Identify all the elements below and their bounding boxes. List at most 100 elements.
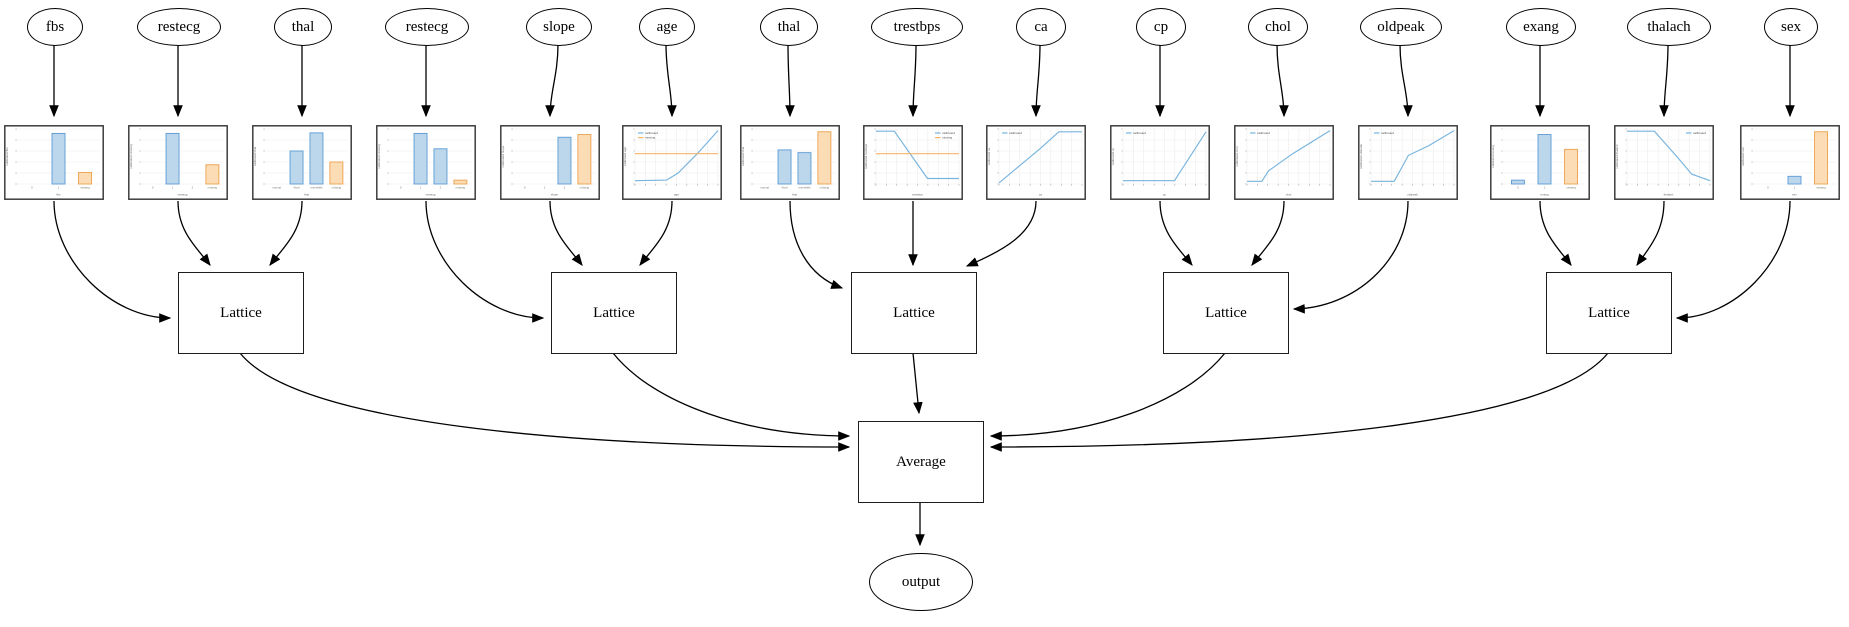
svg-text:oldpeak: oldpeak — [1407, 193, 1418, 197]
edge-chart-fbs-to-lattice-1 — [53, 200, 172, 323]
svg-text:calibrated slope: calibrated slope — [501, 145, 505, 167]
svg-text:calibrated restecg: calibrated restecg — [377, 144, 381, 169]
svg-text:trestbps: trestbps — [912, 193, 923, 197]
edge-trestbps-to-chart — [908, 43, 918, 118]
feature-ellipse-trestbps-7: trestbps — [871, 8, 963, 46]
svg-text:1: 1 — [58, 186, 60, 190]
feature-label: cp — [1153, 18, 1169, 35]
svg-text:missing: missing — [1816, 186, 1826, 190]
edge-chart-thal-to-lattice-3 — [789, 200, 844, 289]
svg-text:0: 0 — [524, 186, 526, 190]
svg-text:0: 0 — [1767, 186, 1769, 190]
edge-lattice-4-to-average — [989, 352, 1226, 441]
feature-ellipse-chol-10: chol — [1248, 8, 1308, 46]
svg-text:exang: exang — [1540, 193, 1549, 197]
lattice-node-2: Lattice — [551, 272, 677, 354]
edge-chart-chol-to-lattice-4 — [1251, 200, 1285, 266]
feature-ellipse-age-5: age — [639, 8, 695, 46]
svg-text:calibrated: calibrated — [1257, 131, 1270, 135]
svg-text:normal: normal — [760, 186, 769, 190]
output-label: output — [901, 573, 941, 590]
feature-ellipse-oldpeak-11: oldpeak — [1360, 8, 1442, 46]
lattice-label: Lattice — [593, 304, 635, 321]
svg-text:calibrated cp: calibrated cp — [1111, 147, 1115, 165]
edge-chol-to-chart — [1276, 43, 1289, 118]
edge-age-to-chart — [665, 43, 677, 118]
edge-lattice-1-to-average — [239, 352, 851, 452]
edge-chart-sex-to-lattice-5 — [1675, 200, 1791, 323]
svg-text:normal: normal — [272, 186, 281, 190]
svg-text:calibrated thal: calibrated thal — [253, 147, 257, 167]
average-label: Average — [896, 453, 946, 470]
feature-label: thal — [777, 18, 801, 35]
svg-text:missing: missing — [942, 136, 953, 140]
svg-text:fixed: fixed — [294, 186, 300, 190]
svg-text:slope: slope — [551, 193, 559, 197]
edge-chart-age-to-lattice-2 — [639, 200, 673, 266]
svg-text:calibrated sex: calibrated sex — [1741, 147, 1745, 167]
edge-lattice-2-to-average — [612, 352, 851, 441]
feature-ellipse-ca-8: ca — [1016, 8, 1066, 46]
svg-text:fixed: fixed — [782, 186, 788, 190]
edge-thal-to-chart — [785, 43, 795, 118]
lattice-label: Lattice — [1205, 304, 1247, 321]
lattice-node-3: Lattice — [851, 272, 977, 354]
feature-ellipse-fbs-0: fbs — [27, 8, 83, 46]
edge-chart-oldpeak-to-lattice-4 — [1292, 200, 1409, 314]
lattice-node-1: Lattice — [178, 272, 304, 354]
calibrator-chart-chol-10: calibrated chol calibrated chol — [1234, 125, 1334, 200]
feature-label: thalach — [1647, 18, 1691, 35]
svg-text:restecg: restecg — [178, 193, 188, 197]
svg-text:calibrated chol: calibrated chol — [1235, 146, 1239, 166]
average-node: Average — [858, 421, 984, 503]
lattice-node-5: Lattice — [1546, 272, 1672, 354]
svg-text:calibrated ca: calibrated ca — [987, 147, 991, 165]
edge-chart-exang-to-lattice-5 — [1539, 200, 1572, 266]
svg-text:cp: cp — [1163, 193, 1167, 197]
svg-text:calibrated age: calibrated age — [623, 147, 627, 167]
feature-label: exang — [1523, 18, 1559, 35]
edge-lattice-3-to-average — [912, 352, 923, 415]
edge-ca-to-chart — [1031, 43, 1041, 118]
svg-text:calibrated restecg: calibrated restecg — [129, 144, 133, 169]
svg-text:calibrated trestbps: calibrated trestbps — [864, 143, 868, 169]
edge-chart-ca-to-lattice-3 — [965, 200, 1037, 267]
svg-text:fbs: fbs — [56, 193, 61, 197]
svg-text:0: 0 — [400, 186, 402, 190]
svg-text:2: 2 — [564, 186, 566, 190]
svg-text:thal: thal — [792, 193, 797, 197]
svg-text:calibrated thalach: calibrated thalach — [1615, 144, 1619, 169]
svg-text:reversible: reversible — [798, 186, 811, 190]
svg-text:calibrated thal: calibrated thal — [741, 147, 745, 167]
edge-chart-restecg-to-lattice-2 — [425, 200, 545, 323]
svg-text:1: 1 — [420, 186, 422, 190]
feature-label: restecg — [157, 18, 201, 35]
feature-label: slope — [543, 18, 575, 35]
svg-text:calibrated: calibrated — [942, 131, 955, 135]
feature-label: oldpeak — [1377, 18, 1425, 35]
svg-text:missing: missing — [80, 186, 90, 190]
svg-text:calibrated: calibrated — [1693, 131, 1706, 135]
edge-thalach-to-chart — [1659, 43, 1669, 118]
lattice-label: Lattice — [893, 304, 935, 321]
svg-text:sex: sex — [1792, 193, 1797, 197]
feature-label: age — [656, 18, 678, 35]
svg-text:missing: missing — [580, 186, 590, 190]
svg-text:missing: missing — [820, 186, 830, 190]
svg-text:2: 2 — [192, 186, 194, 190]
output-node: output — [869, 553, 973, 611]
feature-label: restecg — [405, 18, 449, 35]
svg-text:chol: chol — [1286, 193, 1292, 197]
feature-label: fbs — [45, 18, 65, 35]
svg-text:missing: missing — [1566, 186, 1576, 190]
edge-oldpeak-to-chart — [1399, 43, 1413, 118]
feature-label: sex — [1781, 18, 1801, 35]
